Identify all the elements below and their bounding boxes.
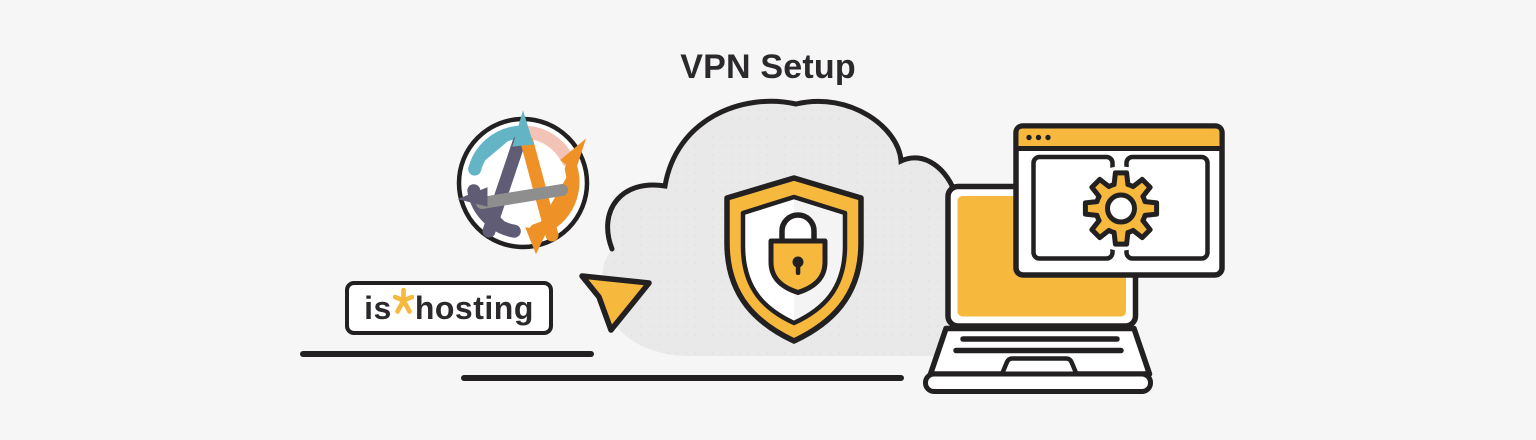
provider-logo-badge (456, 110, 590, 255)
shield-lock-icon (724, 175, 864, 344)
laptop-bottom-bar (923, 371, 1153, 394)
brand-prefix: is (364, 289, 392, 326)
browser-window (1013, 123, 1225, 278)
padlock-icon (768, 212, 828, 295)
star-asterisk-icon (392, 288, 414, 314)
laptop-trackpad-notch (999, 356, 1079, 377)
browser-title-bar (1013, 123, 1225, 151)
brand-logo-box: is hosting (345, 281, 553, 335)
gear-icon (1082, 170, 1160, 247)
provider-logo-mark-icon (457, 110, 587, 255)
brand-suffix: hosting (414, 289, 534, 326)
cursor-arrow-icon (579, 273, 652, 333)
window-dots-icon (1026, 134, 1051, 141)
page-title: VPN Setup (680, 47, 856, 86)
